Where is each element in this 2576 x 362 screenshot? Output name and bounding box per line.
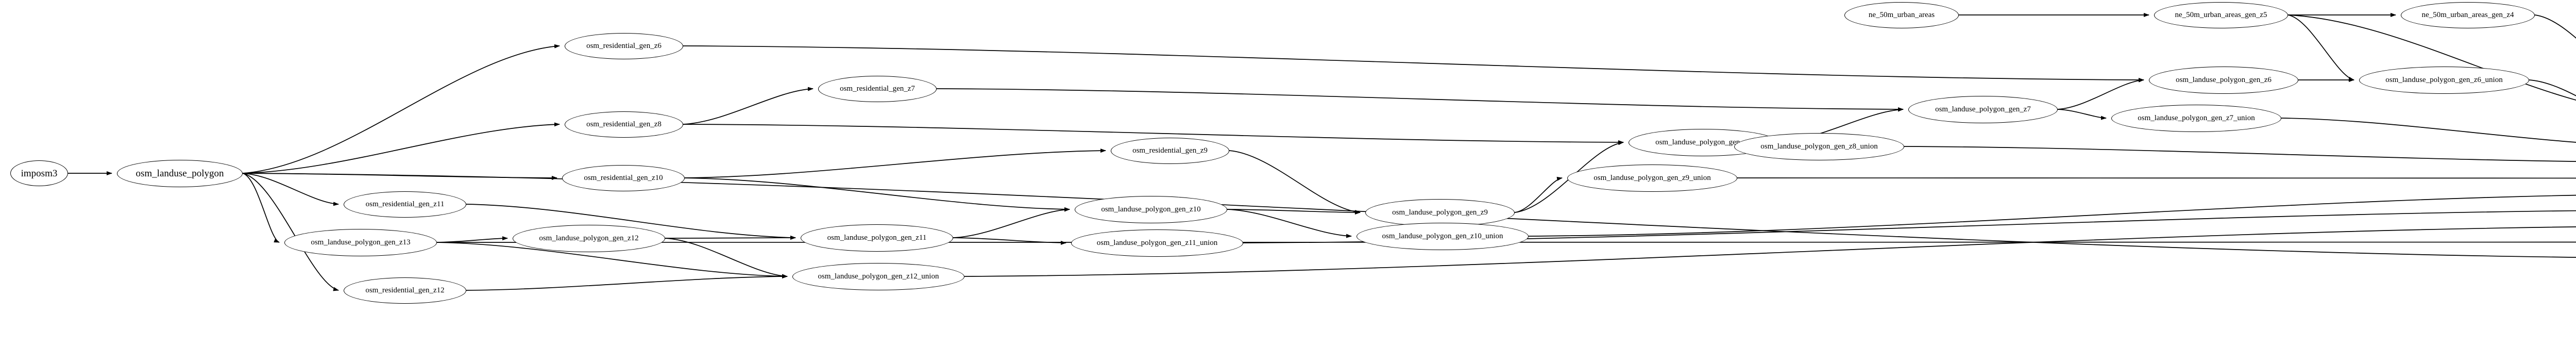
graph-node-osm-landuse-polygon-gen-z8-union[interactable]: osm_landuse_polygon_gen_z8_union (1734, 133, 1904, 160)
graph-node-osm-residential-gen-z10[interactable]: osm_residential_gen_z10 (562, 164, 685, 191)
graph-node-label: osm_landuse_polygon (135, 168, 224, 179)
graph-node-osm-landuse-polygon-gen-z11-union[interactable]: osm_landuse_polygon_gen_z11_union (1071, 229, 1243, 257)
graph-edge (466, 274, 788, 291)
graph-node-osm-landuse-polygon-gen-z11[interactable]: osm_landuse_polygon_gen_z11 (801, 224, 953, 252)
graph-node-osm-landuse-polygon-gen-z9[interactable]: osm_landuse_polygon_gen_z9 (1365, 199, 1515, 226)
graph-edge (2529, 79, 2576, 96)
graph-edge (684, 149, 1106, 178)
graph-edge (436, 241, 2576, 243)
graph-node-osm-residential-gen-z12[interactable]: osm_residential_gen_z12 (344, 277, 466, 304)
graph-edge (964, 226, 2576, 277)
graph-edge (242, 173, 339, 206)
graph-node-label: osm_landuse_polygon_gen_z10_union (1382, 232, 1503, 240)
graph-edge (1229, 150, 1361, 215)
graph-node-osm-landuse-polygon-gen-z7-union[interactable]: osm_landuse_polygon_gen_z7_union (2111, 104, 2281, 132)
graph-node-osm-residential-gen-z8[interactable]: osm_residential_gen_z8 (565, 111, 683, 138)
graph-node-osm-residential-gen-z9[interactable]: osm_residential_gen_z9 (1111, 137, 1229, 164)
graph-node-label: osm_landuse_polygon_gen_z6_union (2385, 75, 2503, 84)
graph-edge (242, 122, 560, 174)
graph-edge (242, 173, 339, 291)
graph-edge (1528, 194, 2576, 237)
graph-edge (684, 177, 1070, 211)
graph-node-osm-landuse-polygon-gen-z12[interactable]: osm_landuse_polygon_gen_z12 (513, 224, 665, 252)
graph-node-osm-residential-gen-z6[interactable]: osm_residential_gen_z6 (565, 32, 683, 59)
graph-node-label: osm_landuse_polygon_gen_z10 (1101, 205, 1201, 213)
graph-node-label: osm_residential_gen_z12 (365, 286, 445, 294)
graph-edge (1227, 209, 1352, 238)
graph-node-osm-landuse-polygon-gen-z9-union[interactable]: osm_landuse_polygon_gen_z9_union (1567, 164, 1737, 192)
graph-node-label: osm_landuse_polygon_gen_z11 (827, 233, 927, 242)
graph-edge (242, 173, 280, 243)
graph-edge (1227, 209, 1361, 215)
graph-edge (466, 204, 796, 240)
graph-edge (683, 45, 2144, 82)
graph-node-label: osm_landuse_polygon_gen_z9_union (1594, 173, 1711, 182)
graph-edge (1514, 176, 1563, 213)
graph-node-label: osm_landuse_polygon_gen_z7 (1935, 105, 2031, 113)
graph-node-osm-residential-gen-z7[interactable]: osm_residential_gen_z7 (818, 75, 937, 102)
graph-edge (2287, 14, 2576, 101)
graph-edge (665, 238, 788, 278)
graph-node-osm-residential-gen-z11[interactable]: osm_residential_gen_z11 (344, 191, 466, 218)
graph-node-label: osm_residential_gen_z6 (586, 41, 662, 50)
graph-node-label: osm_landuse_polygon_gen_z13 (311, 238, 411, 246)
graph-node-label: osm_residential_gen_z11 (365, 200, 445, 208)
graph-node-label: osm_residential_gen_z8 (586, 120, 662, 128)
graph-node-label: osm_landuse_polygon_gen_z7_union (2138, 113, 2255, 122)
graph-node-label: osm_landuse_polygon_gen_z11_union (1096, 238, 1218, 247)
graph-edge (2534, 14, 2576, 39)
graph-node-osm-landuse-polygon-gen-z10-union[interactable]: osm_landuse_polygon_gen_z10_union (1357, 222, 1529, 250)
graph-node-label: ne_50m_urban_areas_gen_z4 (2421, 10, 2514, 19)
graph-edge (2287, 14, 2354, 81)
graph-node-ne-50m-urban-areas-gen-z4[interactable]: ne_50m_urban_areas_gen_z4 (2401, 2, 2535, 28)
graph-edge (1904, 146, 2576, 162)
graph-node-label: osm_landuse_polygon_gen_z6 (2176, 75, 2272, 84)
graph-node-label: osm_landuse_polygon_gen_z12_union (818, 272, 939, 281)
graph-node-label: osm_residential_gen_z7 (840, 84, 915, 93)
graph-node-osm-landuse-polygon-gen-z6-union[interactable]: osm_landuse_polygon_gen_z6_union (2359, 66, 2529, 94)
graph-node-label: osm_landuse_polygon_gen_z8 (1655, 138, 1751, 146)
graph-edge (2281, 118, 2576, 143)
graph-edge (953, 237, 1066, 245)
graph-edge (436, 236, 508, 243)
graph-edge (953, 207, 1070, 238)
graph-node-label: ne_50m_urban_areas_gen_z5 (2175, 10, 2267, 19)
graph-edge (436, 242, 788, 278)
graph-edge (683, 87, 814, 125)
graph-node-label: ne_50m_urban_areas (1868, 10, 1935, 19)
graph-edge (2057, 109, 2107, 120)
graph-node-label: osm_landuse_polygon_gen_z9 (1392, 208, 1488, 217)
graph-edge (683, 124, 1624, 144)
graph-node-label: imposm3 (21, 168, 58, 179)
graph-node-label: osm_landuse_polygon_gen_z12 (539, 234, 639, 242)
graph-node-imposm3[interactable]: imposm3 (10, 160, 68, 186)
graph-edge (2057, 78, 2144, 110)
graph-node-label: osm_residential_gen_z10 (584, 173, 663, 182)
graph-edge (242, 44, 560, 174)
graph-node-ne-50m-urban-areas-gen-z5[interactable]: ne_50m_urban_areas_gen_z5 (2154, 2, 2288, 28)
graph-node-osm-landuse-polygon-gen-z13[interactable]: osm_landuse_polygon_gen_z13 (284, 228, 437, 256)
graph-node-osm-landuse-polygon-gen-z6[interactable]: osm_landuse_polygon_gen_z6 (2149, 66, 2298, 94)
graph-node-ne-50m-urban-areas[interactable]: ne_50m_urban_areas (1844, 2, 1959, 28)
graph-node-label: osm_landuse_polygon_gen_z8_union (1760, 142, 1878, 151)
graph-node-osm-landuse-polygon[interactable]: osm_landuse_polygon (117, 159, 243, 187)
graph-edge (936, 88, 1904, 111)
graph-node-osm-landuse-polygon-gen-z12-union[interactable]: osm_landuse_polygon_gen_z12_union (792, 262, 964, 290)
graph-node-label: osm_residential_gen_z9 (1132, 146, 1208, 155)
graph-node-osm-landuse-polygon-gen-z7[interactable]: osm_landuse_polygon_gen_z7 (1908, 95, 2058, 123)
graph-node-osm-landuse-polygon-gen-z10[interactable]: osm_landuse_polygon_gen_z10 (1075, 195, 1227, 223)
